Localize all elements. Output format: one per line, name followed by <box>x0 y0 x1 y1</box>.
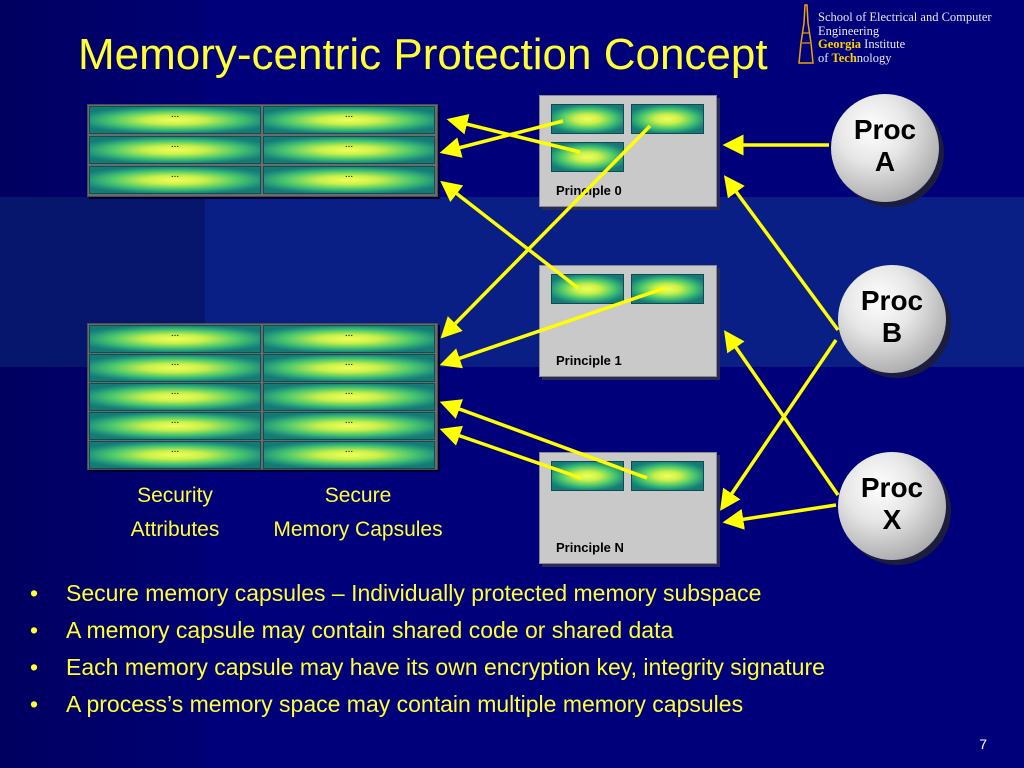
arrow-procx-to-pn <box>722 503 837 530</box>
process-a-line-1: Proc <box>853 114 917 145</box>
secure-capsules-line-1: Secure <box>324 484 392 507</box>
memory-capsule-cell: ... <box>263 325 435 353</box>
arrow-p0-to-mem-row2 <box>439 119 564 158</box>
secure-capsules-line-2: Memory Capsules <box>273 518 443 541</box>
bullet-item: • A process’s memory space may contain mu… <box>30 686 825 723</box>
page-number: 7 <box>979 736 987 752</box>
security-attributes-label: Security Attributes <box>115 479 235 547</box>
arrow-pn-to-mem-row6 <box>439 399 648 480</box>
security-attributes-line-2: Attributes <box>130 518 220 541</box>
process-x-line-1: Proc <box>860 472 924 503</box>
memory-capsule-cell: ... <box>263 136 435 164</box>
security-attribute-cell: ... <box>89 106 261 134</box>
bullet-text: A memory capsule may contain shared code… <box>66 617 674 643</box>
logo-nology: nology <box>856 50 892 65</box>
memory-capsule-cell: ... <box>263 383 435 411</box>
logo-georgia: Georgia <box>818 37 862 51</box>
principle-capsule <box>551 274 624 304</box>
principle-capsule <box>551 461 624 491</box>
bullet-item: • Each memory capsule may have its own en… <box>30 649 825 686</box>
secure-capsules-label: Secure Memory Capsules <box>250 479 466 547</box>
arrow-pn-to-mem-row7 <box>439 425 582 480</box>
principle-n-box: Principle N <box>539 452 717 564</box>
bullet-dot: • <box>30 654 39 680</box>
principle-1-label: Principle 1 <box>556 353 622 368</box>
process-b-line-1: Proc <box>860 285 924 316</box>
bullet-text: Each memory capsule may have its own enc… <box>66 654 825 680</box>
memory-capsule-cell: ... <box>263 354 435 382</box>
arrow-p0-to-mem-row4 <box>440 124 652 339</box>
principle-n-label: Principle N <box>556 540 624 555</box>
principle-capsule <box>631 104 704 134</box>
principle-capsule <box>631 274 704 304</box>
logo-line-2: Engineering <box>818 23 880 38</box>
arrow-procb-to-pn <box>720 339 838 511</box>
security-attribute-cell: ... <box>89 166 261 194</box>
security-attribute-cell: ... <box>89 412 261 440</box>
process-b-line-2: B <box>881 317 903 348</box>
security-attribute-cell: ... <box>89 441 261 469</box>
arrow-p1-to-mem-row3 <box>440 180 580 290</box>
slide-title: Memory-centric Protection Concept <box>78 30 768 79</box>
memory-region-bottom: ... ... ... ... ... ... ... ... ... ... <box>87 323 438 470</box>
bullet-text: A process’s memory space may contain mul… <box>66 691 744 717</box>
arrow-p0-to-mem-row1 <box>446 113 581 154</box>
logo-tech: Tech <box>831 50 857 65</box>
process-a-line-2: A <box>874 146 896 177</box>
bullet-text: Secure memory capsules – Individually pr… <box>66 580 762 606</box>
memory-region-top: ... ... ... ... ... ... <box>87 104 438 197</box>
arrow-procb-to-p0 <box>723 175 840 332</box>
bullet-item: • A memory capsule may contain shared cod… <box>30 612 825 649</box>
security-attribute-cell: ... <box>89 354 261 382</box>
memory-capsule-cell: ... <box>263 412 435 440</box>
gatech-logo: School of Electrical and Computer Engine… <box>796 3 1024 67</box>
logo-institute: Institute <box>861 37 906 51</box>
bullet-dot: • <box>30 580 39 606</box>
tower-icon <box>798 4 814 64</box>
security-attribute-cell: ... <box>89 136 261 164</box>
logo-of: of <box>818 50 832 65</box>
memory-capsule-cell: ... <box>263 441 435 469</box>
arrow-procx-to-p1 <box>724 330 840 496</box>
bullet-dot: • <box>30 617 39 643</box>
arrow-p1-to-mem-row5 <box>439 286 666 369</box>
security-attributes-line-1: Security <box>137 484 213 507</box>
process-x-line-2: X <box>882 504 902 535</box>
logo-line-1: School of Electrical and Computer <box>818 10 992 24</box>
bullet-item: • Secure memory capsules – Individually p… <box>30 575 825 612</box>
bullet-list: • Secure memory capsules – Individually p… <box>30 575 825 723</box>
principle-capsule <box>551 104 624 134</box>
bullet-dot: • <box>30 691 39 717</box>
memory-capsule-cell: ... <box>263 166 435 194</box>
security-attribute-cell: ... <box>89 383 261 411</box>
memory-capsule-cell: ... <box>263 106 435 134</box>
security-attribute-cell: ... <box>89 325 261 353</box>
